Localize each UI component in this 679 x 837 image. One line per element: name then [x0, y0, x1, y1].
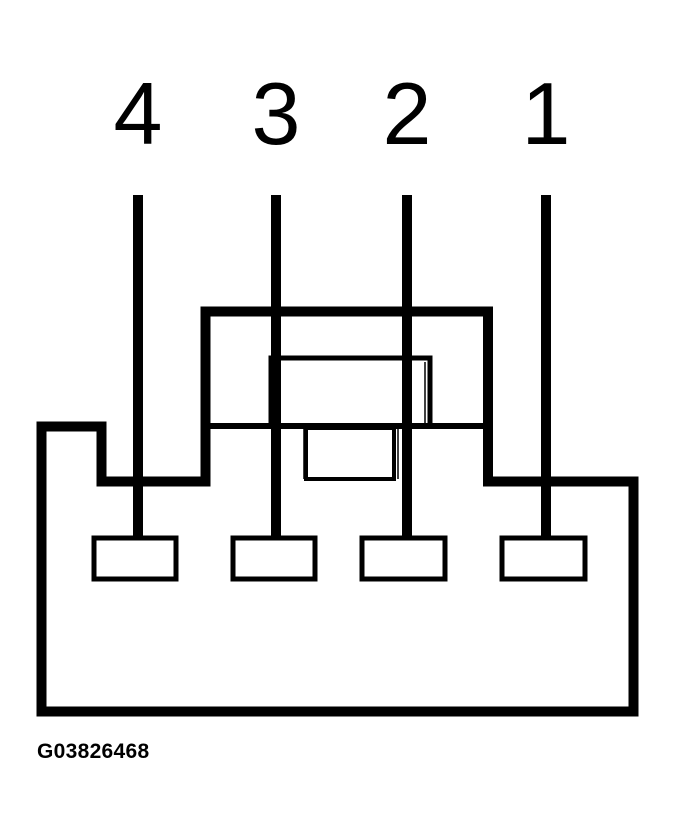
- figure-id: G03826468: [37, 740, 150, 763]
- connector-housing: [36, 306, 639, 717]
- terminal-3: [230, 535, 318, 582]
- terminal-4: [91, 535, 179, 582]
- pin-number-2: 2: [382, 64, 432, 163]
- pin-number-1: 1: [521, 64, 571, 163]
- pin-number-4: 4: [113, 64, 163, 163]
- terminal-1: [499, 535, 588, 582]
- terminal-2: [359, 535, 448, 582]
- latch-slot: [304, 426, 396, 481]
- pin-number-3: 3: [251, 64, 301, 163]
